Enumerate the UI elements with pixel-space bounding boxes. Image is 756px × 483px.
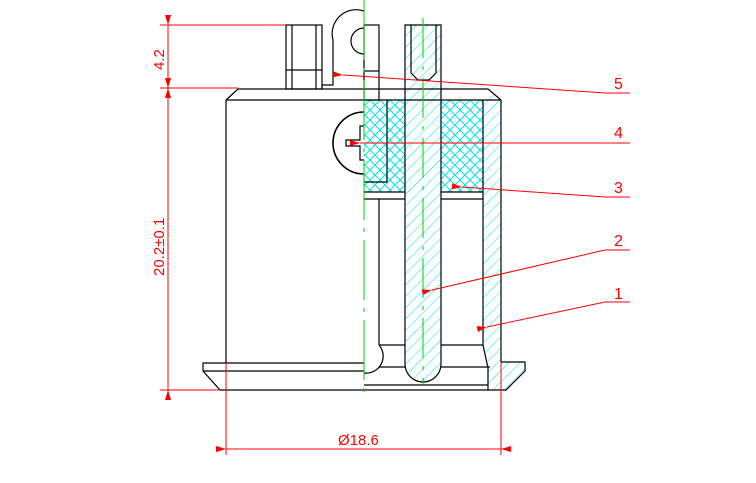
- insulator-block: [364, 100, 483, 200]
- screw-head: [332, 111, 365, 175]
- dim-text-body-height: 20.2±0.1: [151, 218, 168, 276]
- terminal-hook: [321, 9, 365, 89]
- part-label-5: 5: [614, 76, 623, 93]
- leader-2: [421, 249, 606, 296]
- pin: [404, 24, 442, 383]
- dim-text-diameter: Ø18.6: [338, 432, 379, 449]
- sleeve-step: [379, 344, 490, 368]
- part-label-2: 2: [614, 233, 623, 250]
- leader-lines: [332, 71, 630, 333]
- part-label-1: 1: [614, 286, 623, 303]
- terminal-hook-inner: [350, 27, 365, 55]
- sleeve: [482, 100, 502, 390]
- screw-slot-icon: [345, 125, 364, 161]
- insulator-hatch-right: [441, 100, 483, 192]
- dim-text-pin-height: 4.2: [151, 49, 168, 70]
- leader-3: [451, 183, 606, 198]
- sleeve-hatch: [483, 89, 525, 390]
- dimension-lines: [160, 14, 511, 455]
- flange: [202, 361, 526, 391]
- part-label-3: 3: [614, 180, 623, 197]
- insulator-hatch-left: [364, 100, 405, 192]
- top-terminal: [285, 24, 323, 90]
- centerlines: [363, 0, 424, 400]
- part-label-4: 4: [614, 125, 623, 142]
- leader-5: [332, 71, 606, 94]
- body-top-chamfer: [225, 88, 502, 101]
- leader-1: [476, 301, 606, 333]
- part-outlines: [202, 9, 526, 391]
- terminal-right: [363, 24, 380, 101]
- inner-wall-curve: [363, 344, 384, 374]
